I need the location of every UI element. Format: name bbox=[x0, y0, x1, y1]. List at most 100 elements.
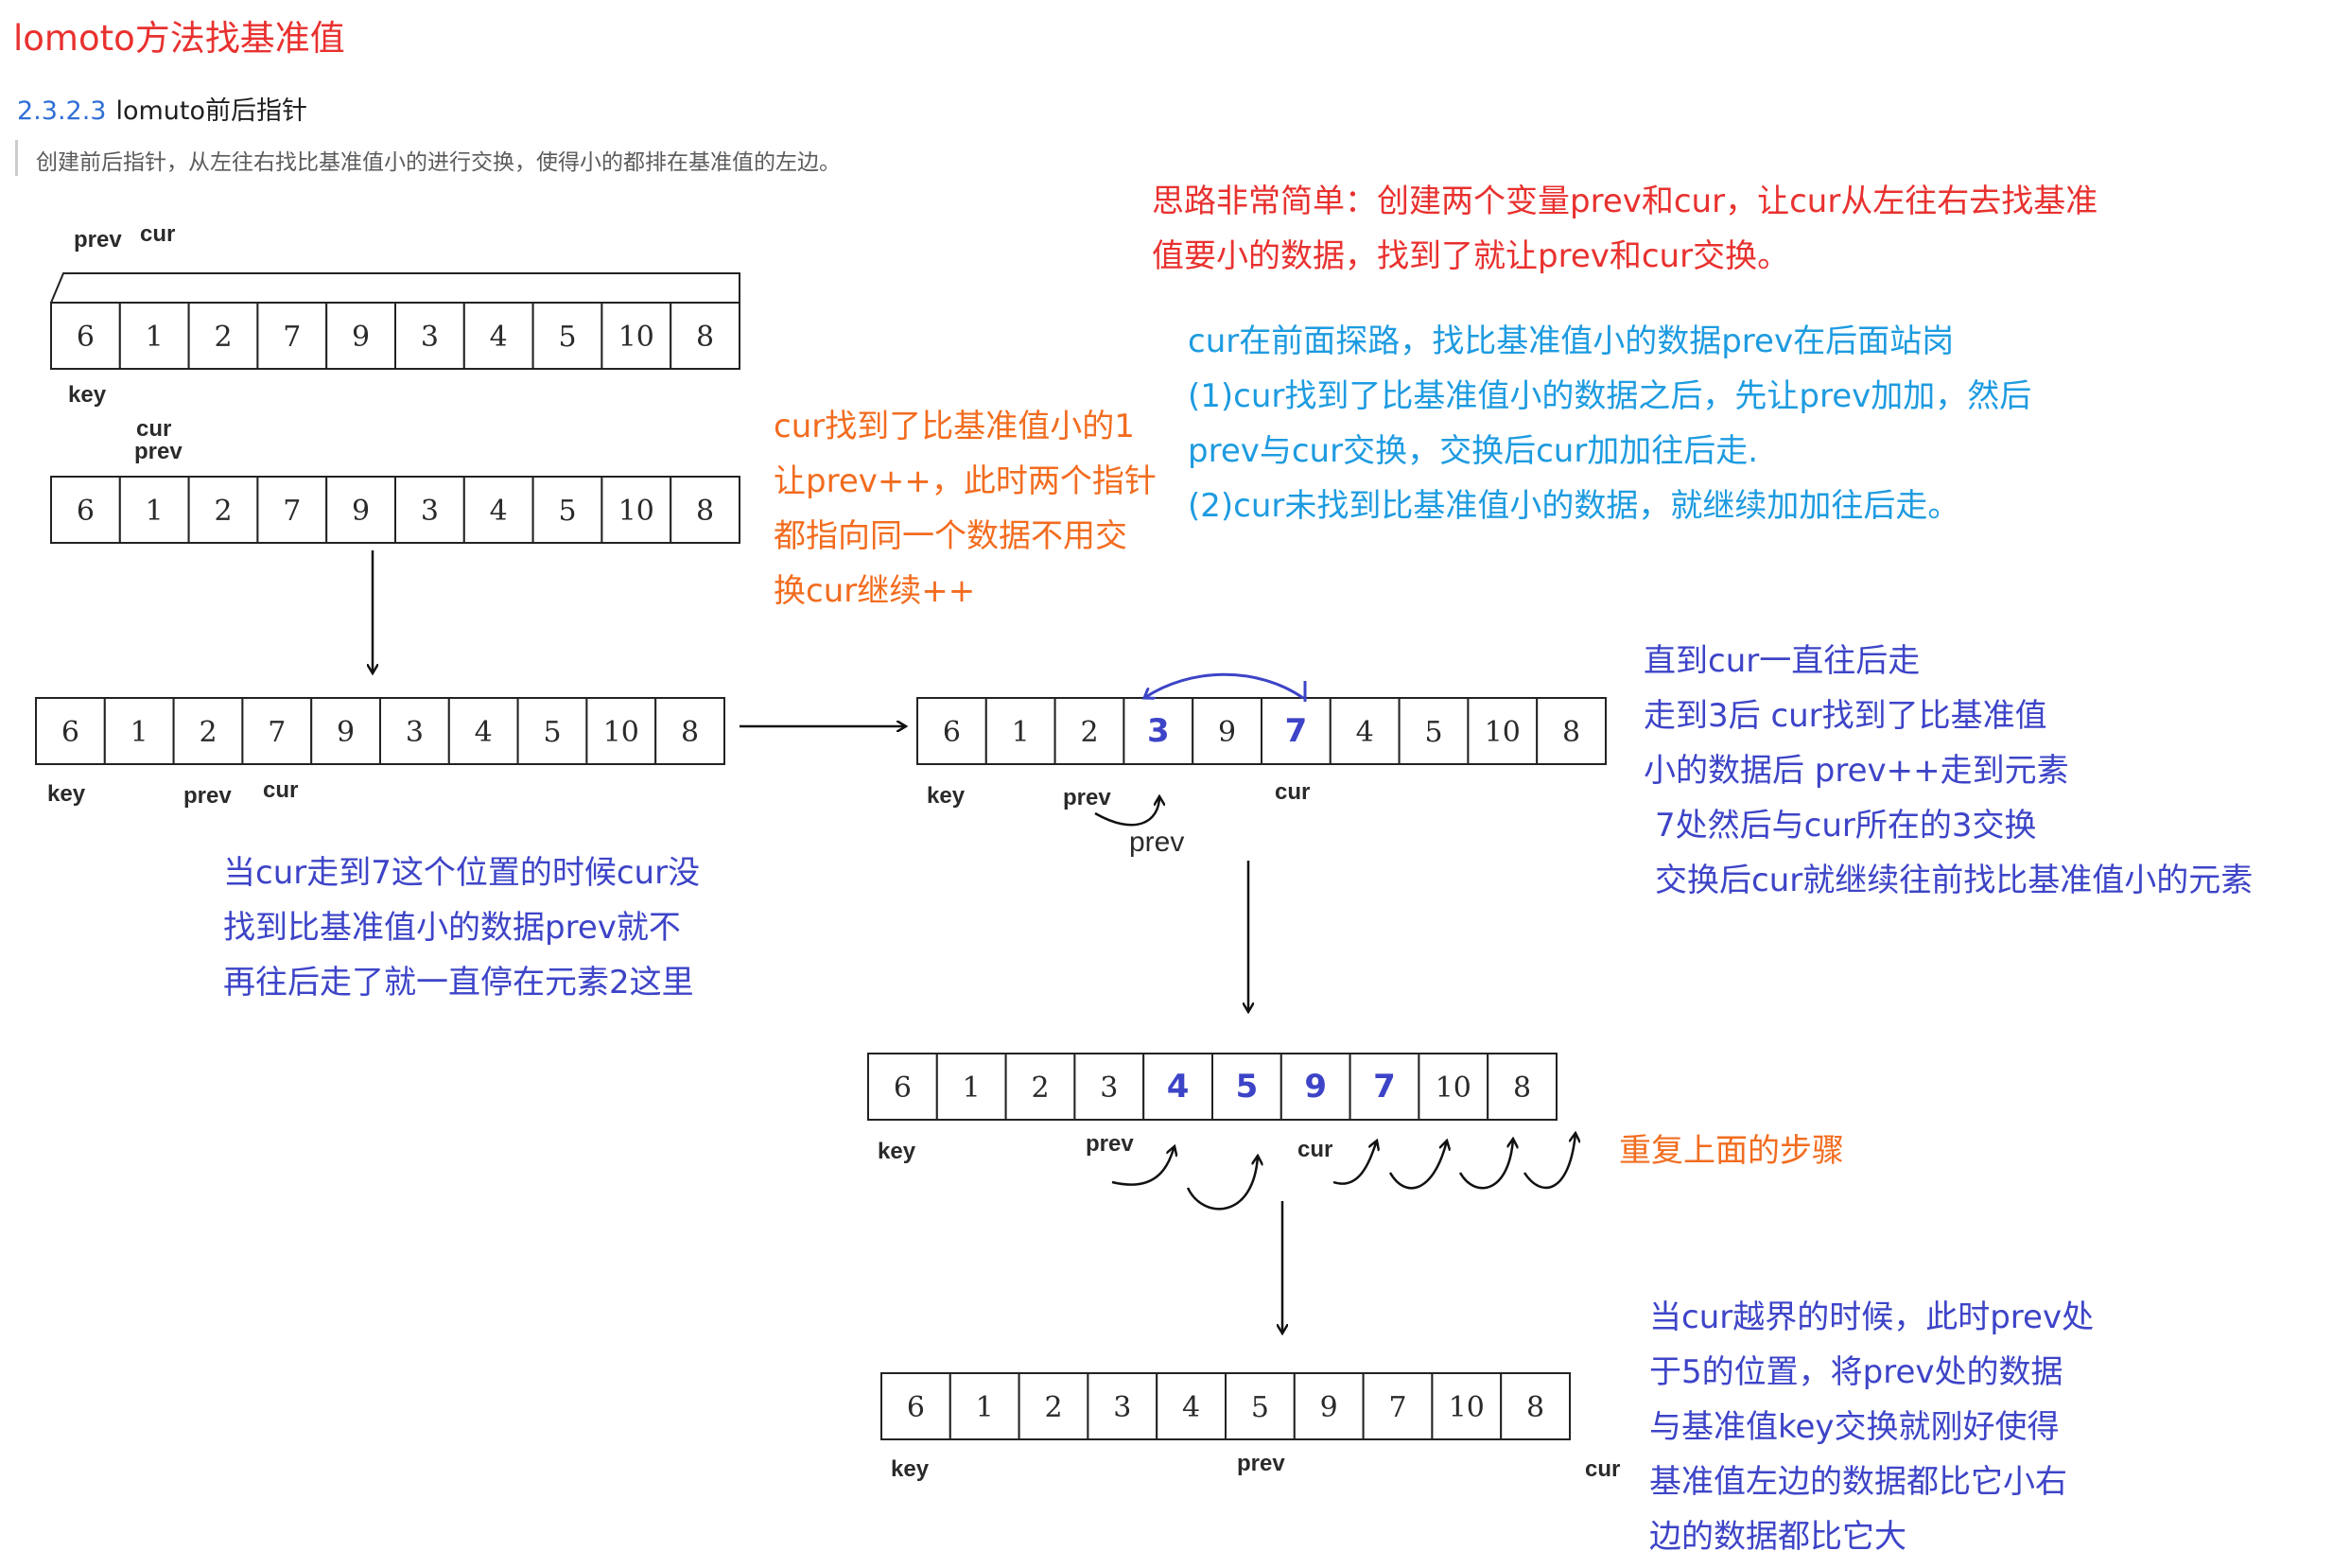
array-cell bbox=[531, 302, 603, 370]
key-label: key bbox=[891, 1456, 930, 1482]
array-cell-value: 3 bbox=[1100, 1071, 1118, 1105]
array-cell bbox=[1431, 1372, 1503, 1440]
array-cell bbox=[1349, 1053, 1420, 1121]
note-indigo-3: 当cur越界的时候，此时prev处 于5的位置，将prev处的数据 与基准值ke… bbox=[1649, 1290, 2094, 1564]
note-indigo-line: 与基准值key交换就刚好使得 bbox=[1649, 1408, 2060, 1446]
array-cell-value: 5 bbox=[558, 321, 576, 354]
note-blue-line: (2)cur未找到比基准值小的数据，就继续加加往后走。 bbox=[1188, 487, 1960, 525]
cur-label: cur bbox=[136, 416, 172, 442]
array-cell bbox=[1018, 1372, 1089, 1440]
array-cell-value: 6 bbox=[61, 716, 79, 749]
array-cell bbox=[394, 476, 465, 544]
array-cell bbox=[1293, 1372, 1365, 1440]
array-cell-value: 4 bbox=[490, 321, 508, 354]
array-cell-value: 6 bbox=[77, 321, 95, 354]
array-cell-value: 9 bbox=[1320, 1391, 1338, 1424]
array-cell bbox=[1398, 697, 1470, 765]
array-cell bbox=[1500, 1372, 1571, 1440]
array-cell-value: 1 bbox=[1012, 716, 1030, 749]
note-blue-line: prev与cur交换，交换后cur加加往后走. bbox=[1188, 432, 1759, 470]
array-cell-value: 4 bbox=[1182, 1391, 1200, 1424]
note-indigo-line: 基准值左边的数据都比它小右 bbox=[1649, 1463, 2067, 1501]
quote-bar bbox=[15, 140, 18, 176]
note-red-line: 思路非常简单：创建两个变量prev和cur，让cur从左往右去找基准 bbox=[1152, 183, 2098, 220]
array-cell-value: 10 bbox=[618, 495, 654, 528]
array-cell bbox=[1279, 1053, 1351, 1121]
array-cell-value: 7 bbox=[1285, 712, 1308, 750]
key-label: key bbox=[927, 783, 966, 809]
note-indigo-line: 找到比基准值小的数据prev就不 bbox=[223, 909, 681, 947]
array-cell-value: 3 bbox=[1147, 712, 1170, 750]
array-cell bbox=[1225, 1372, 1296, 1440]
note-indigo-line: 当cur越界的时候，此时prev处 bbox=[1649, 1298, 2095, 1336]
note-orange-1: cur找到了比基准值小的1 让prev++，此时两个指针 都指向同一个数据不用交… bbox=[774, 399, 1157, 618]
array-cell-value: 5 bbox=[558, 495, 576, 528]
note-orange-line: 都指向同一个数据不用交 bbox=[774, 517, 1127, 555]
note-indigo-line: 7处然后与cur所在的3交换 bbox=[1655, 807, 2037, 845]
array-cell-value: 9 bbox=[352, 321, 370, 354]
array-cell bbox=[1211, 1053, 1282, 1121]
array-cell-value: 8 bbox=[1526, 1391, 1544, 1424]
array-cell-value: 2 bbox=[1080, 716, 1098, 749]
note-indigo-line: 再往后走了就一直停在元素2这里 bbox=[223, 964, 694, 1002]
array-cell-value: 10 bbox=[603, 716, 639, 749]
note-indigo-line: 边的数据都比它大 bbox=[1649, 1518, 1906, 1556]
array-cell-value: 8 bbox=[681, 716, 699, 749]
array-cell-value: 4 bbox=[475, 716, 493, 749]
array-cell bbox=[670, 302, 741, 370]
array-cell-value: 6 bbox=[943, 716, 961, 749]
array-cell-value: 7 bbox=[283, 495, 301, 528]
prev-label: prev bbox=[183, 783, 232, 809]
array-cell-value: 10 bbox=[1436, 1071, 1471, 1105]
array-cell bbox=[462, 302, 534, 370]
array-cell bbox=[1362, 1372, 1434, 1440]
note-blue: cur在前面探路，找比基准值小的数据prev在后面站岗 (1)cur找到了比基准… bbox=[1188, 314, 2031, 533]
section-title: lomuto前后指针 bbox=[115, 96, 308, 126]
key-label: key bbox=[68, 382, 107, 408]
array-cell bbox=[916, 697, 987, 765]
note-red: 思路非常简单：创建两个变量prev和cur，让cur从左往右去找基准 值要小的数… bbox=[1152, 174, 2098, 284]
array-cell bbox=[1261, 697, 1332, 765]
note-red-line: 值要小的数据，找到了就让prev和cur交换。 bbox=[1152, 237, 1790, 275]
array-cell-value: 6 bbox=[894, 1071, 912, 1105]
section-number: 2.3.2.3 bbox=[17, 96, 107, 126]
array-cell-value: 10 bbox=[618, 321, 654, 354]
array-cell-value: 7 bbox=[283, 321, 301, 354]
array-cell-value: 9 bbox=[1304, 1068, 1327, 1106]
array-cell-value: 8 bbox=[1513, 1071, 1531, 1105]
array-cell bbox=[172, 697, 244, 765]
array-cell-value: 4 bbox=[1356, 716, 1374, 749]
note-orange-line: 让prev++，此时两个指针 bbox=[774, 462, 1157, 500]
array-cell-value: 2 bbox=[199, 716, 217, 749]
array-cell bbox=[256, 302, 328, 370]
cur-label: cur bbox=[263, 777, 299, 803]
array-cell-value: 9 bbox=[1218, 716, 1236, 749]
key-label: key bbox=[878, 1139, 916, 1164]
array-cell bbox=[1123, 697, 1194, 765]
array-top-face bbox=[50, 272, 740, 339]
array-cell bbox=[103, 697, 175, 765]
swap-arrow bbox=[1144, 672, 1307, 702]
array-cell bbox=[867, 1053, 938, 1121]
step-curves bbox=[1111, 1133, 1575, 1211]
array-cell bbox=[516, 697, 588, 765]
array-cell bbox=[1329, 697, 1401, 765]
note-indigo-1: 当cur走到7这个位置的时候cur没 找到比基准值小的数据prev就不 再往后走… bbox=[223, 845, 700, 1010]
array-cell-value: 9 bbox=[337, 716, 355, 749]
array-cell bbox=[256, 476, 328, 544]
array-cell bbox=[1087, 1372, 1158, 1440]
array-cell-value: 2 bbox=[1044, 1391, 1062, 1424]
array-cell-value: 3 bbox=[421, 495, 439, 528]
array-cell bbox=[670, 476, 741, 544]
array-cell-value: 7 bbox=[1373, 1068, 1396, 1106]
cur-label: cur bbox=[1275, 779, 1311, 805]
array-cell-value: 10 bbox=[1449, 1391, 1485, 1424]
array-cell-value: 6 bbox=[907, 1391, 925, 1424]
array-cell bbox=[1467, 697, 1539, 765]
prev-label: prev bbox=[74, 227, 122, 253]
